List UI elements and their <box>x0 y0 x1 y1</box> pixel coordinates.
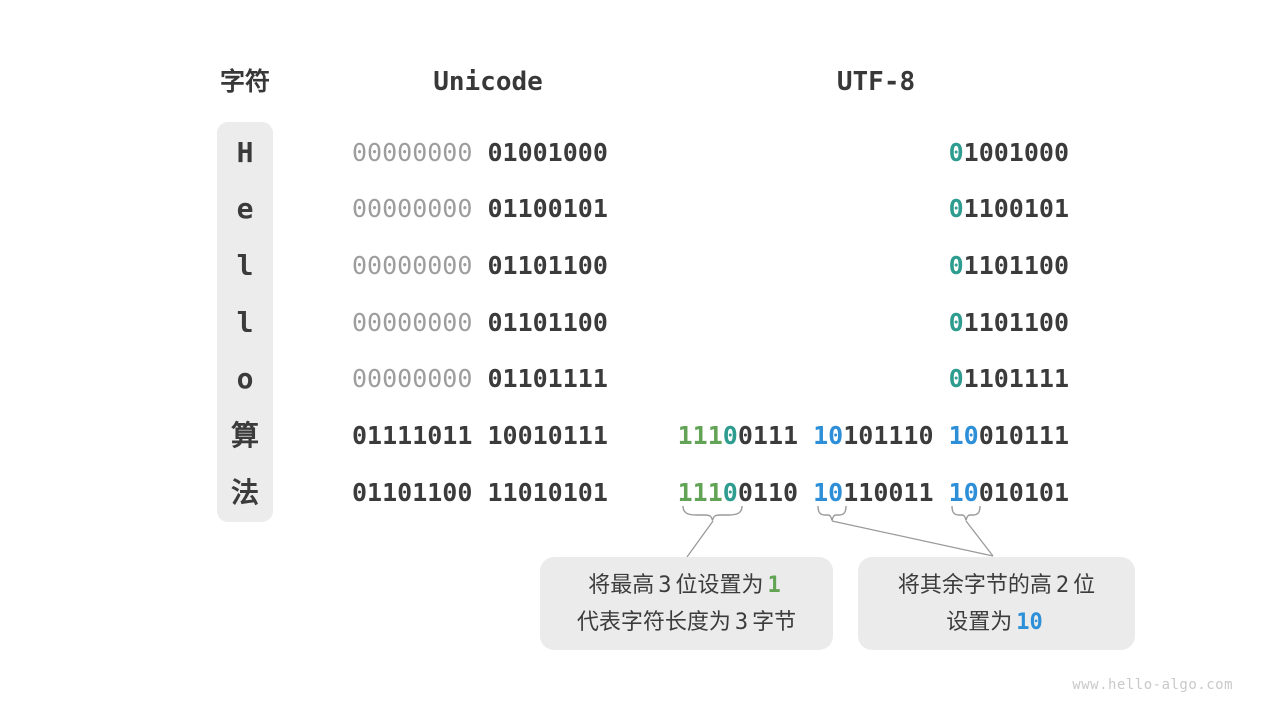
connector-line <box>965 520 994 557</box>
bit-segment: 00000000 <box>352 137 473 167</box>
bit-segment: 1100101 <box>963 194 1069 224</box>
bit-segment: 111 <box>677 477 723 507</box>
bit-segment: 010111 <box>978 421 1069 450</box>
bit-segment: 3 <box>734 609 749 635</box>
bit-segment: 0 <box>948 307 964 337</box>
bit-segment: 位设置为 <box>675 572 764 598</box>
bit-segment: 0 <box>948 250 964 280</box>
bit-segment: 0110 <box>737 477 814 507</box>
bit-segment: 0111 <box>737 421 814 450</box>
bit-segment: 0 <box>948 194 964 224</box>
bit-segment: 1101100 <box>963 307 1069 337</box>
bit-segment: 01101111 <box>472 364 608 394</box>
bit-segment: 10 <box>1016 609 1043 635</box>
bit-segment: 3 <box>658 572 672 598</box>
char-cell: 法 <box>230 475 259 509</box>
bit-segment: 10 <box>813 421 844 450</box>
bit-segment: 设置为 <box>946 609 1013 635</box>
unicode-cell: 00000000 01101100 <box>352 237 608 294</box>
bit-segment: 00000000 <box>352 307 473 337</box>
connector-line <box>831 520 994 557</box>
char-cell: 算 <box>230 419 259 452</box>
bit-segment: 1101111 <box>963 364 1069 394</box>
bit-segment: 字节 <box>752 609 797 635</box>
watermark: www.hello-algo.com <box>1072 677 1233 693</box>
bit-segment: 1101100 <box>963 250 1069 280</box>
bit-segment: 将其余字节的高 <box>897 572 1052 598</box>
bit-segment: 111 <box>677 421 723 450</box>
bit-segment: 01001000 <box>472 137 608 167</box>
bit-segment: 01100101 <box>472 194 608 224</box>
column-header-utf8: UTF-8 <box>836 67 916 97</box>
bit-segment: 1001000 <box>963 137 1069 167</box>
bit-segment: 0 <box>722 421 738 450</box>
character-column-background <box>217 122 273 522</box>
unicode-cell: 01111011 10010111 <box>352 407 608 464</box>
unicode-cell: 00000000 01101100 <box>352 294 608 351</box>
utf8-cell: 01101100 <box>949 237 1069 294</box>
char-cell: H <box>236 135 254 169</box>
utf8-cell: 11100110 10110011 10010101 <box>678 464 1069 521</box>
char-cell: o <box>236 362 254 396</box>
utf8-cell: 01001000 <box>949 124 1069 181</box>
utf8-cell: 01101100 <box>949 294 1069 351</box>
bit-segment: 00000000 <box>352 250 473 280</box>
utf8-cell: 11100111 10101110 10010111 <box>678 407 1069 464</box>
column-header-char: 字符 <box>219 67 270 96</box>
unicode-cell: 00000000 01100101 <box>352 180 608 237</box>
unicode-cell: 01101100 11010101 <box>352 464 608 521</box>
utf8-cell: 01100101 <box>949 180 1069 237</box>
char-cell: e <box>236 192 254 226</box>
utf8-cell: 01101111 <box>949 350 1069 407</box>
bit-segment: 00000000 <box>352 194 473 224</box>
bit-segment: 0 <box>722 477 738 507</box>
bit-segment: 101110 <box>843 421 949 450</box>
char-cell: l <box>236 305 254 339</box>
bit-segment: 10 <box>948 421 979 450</box>
bit-segment: 00000000 <box>352 364 473 394</box>
bit-segment: 01101100 <box>472 250 608 280</box>
bit-segment: 01101100 <box>472 307 608 337</box>
bit-segment: 将最高 <box>588 572 655 598</box>
bit-segment: 0 <box>948 364 964 394</box>
bit-segment: 代表字符长度为 <box>576 609 731 635</box>
bit-segment: 10 <box>813 477 844 507</box>
column-header-unicode: Unicode <box>433 67 543 97</box>
bit-segment: 010101 <box>978 477 1069 507</box>
bit-segment: 2 <box>1055 572 1070 598</box>
bit-segment: 0 <box>948 137 964 167</box>
bit-segment: 110011 <box>843 477 949 507</box>
connector-line <box>686 520 714 558</box>
bit-segment: 1 <box>767 572 781 598</box>
bit-segment: 01101100 11010101 <box>352 477 608 507</box>
unicode-cell: 00000000 01001000 <box>352 124 608 181</box>
unicode-cell: 00000000 01101111 <box>352 350 608 407</box>
bit-segment: 01111011 10010111 <box>352 421 608 450</box>
bit-segment: 位 <box>1073 572 1096 598</box>
bit-segment: 10 <box>948 477 979 507</box>
char-cell: l <box>236 248 254 282</box>
